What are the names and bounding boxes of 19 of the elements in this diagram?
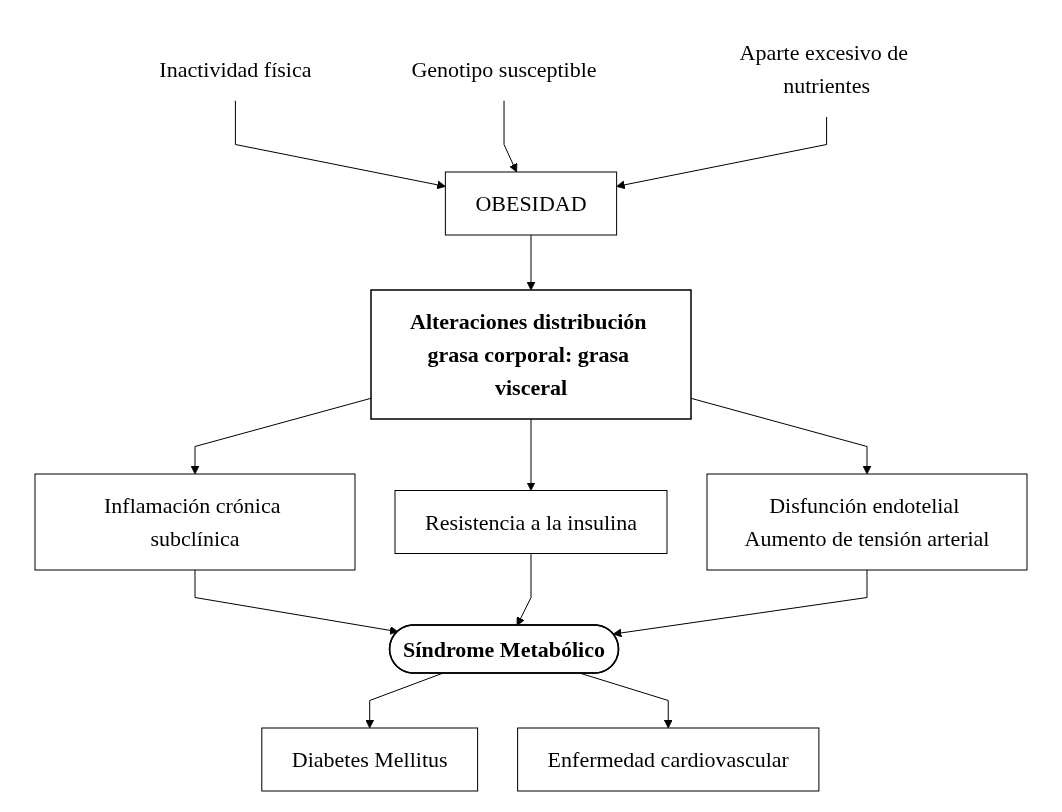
node-box: Diabetes Mellitus [261, 727, 479, 792]
node-text: Genotipo susceptible [411, 56, 597, 82]
arrow [516, 553, 532, 626]
arrow [190, 397, 372, 475]
node-box: Resistencia a la insulina [394, 490, 668, 554]
node-box: Inflamación crónica subclínica [34, 473, 356, 571]
arrow [526, 418, 536, 491]
node-text: Inactividad física [159, 56, 312, 82]
node-text: Aparte excesivo de nutrientes [739, 40, 909, 98]
arrow [616, 116, 828, 190]
node-box: OBESIDAD [444, 171, 618, 236]
node-box: Alteraciones distribución grasa corporal: grasa visceral [370, 289, 692, 420]
node-box: Disfunción endotelial Aumento de tensión arterial [706, 473, 1028, 571]
arrow [612, 569, 868, 638]
arrow [526, 234, 536, 291]
arrow [503, 100, 518, 173]
node-box: Enfermedad cardiovascular [517, 727, 820, 792]
arrow [194, 569, 399, 635]
arrow [234, 100, 446, 190]
